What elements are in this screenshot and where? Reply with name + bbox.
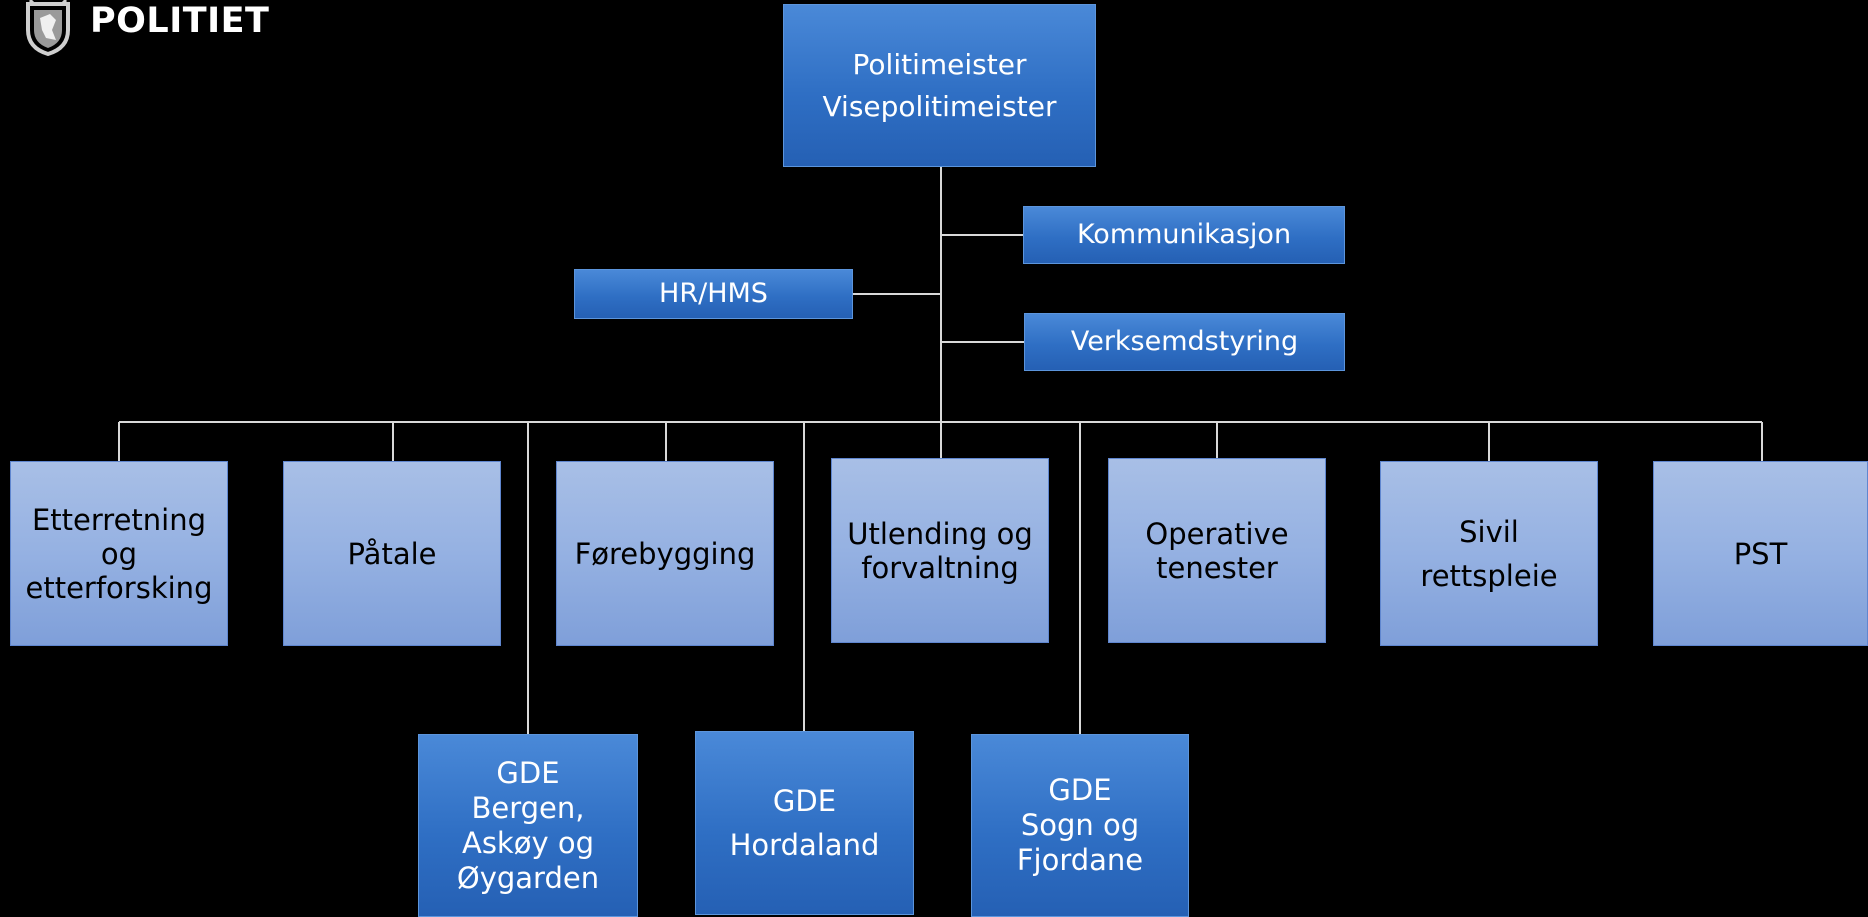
gde-bergen-box: GDE Bergen, Askøy og Øygarden <box>418 734 638 917</box>
sivil-label-line1: Sivil <box>1459 514 1519 549</box>
sivil-label-line2: rettspleie <box>1420 558 1558 593</box>
chief-title: Politimeister <box>852 47 1027 81</box>
etterretning-box: Etterretning og etterforsking <box>10 461 228 646</box>
gde-bergen-label-line2: Bergen, <box>471 790 585 825</box>
forebygging-box: Førebygging <box>556 461 774 646</box>
utlending-label-line1: Utlending og <box>847 516 1033 551</box>
patale-label: Påtale <box>347 536 437 571</box>
operative-label-line2: tenester <box>1156 550 1278 585</box>
forebygging-label: Førebygging <box>574 536 756 571</box>
pst-box: PST <box>1653 461 1868 646</box>
police-crest-icon <box>26 0 70 56</box>
utlending-box: Utlending og forvaltning <box>831 458 1049 643</box>
gde-bergen-label-line4: Øygarden <box>456 860 600 895</box>
deputy-chief-title: Visepolitimeister <box>822 89 1057 123</box>
politiet-logo: POLITIET <box>20 0 269 56</box>
gde-hordaland-box: GDE Hordaland <box>695 731 914 915</box>
chief-of-police-box: Politimeister Visepolitimeister <box>783 4 1096 167</box>
gde-sogn-label-line2: Sogn og <box>1020 808 1140 842</box>
verksemdstyring-label: Verksemdstyring <box>1070 326 1299 357</box>
gde-hordaland-label-line1: GDE <box>772 784 837 818</box>
gde-bergen-label-line3: Askøy og <box>461 825 594 860</box>
gde-sogn-label-line3: Fjordane <box>1016 843 1144 877</box>
operative-tenester-box: Operative tenester <box>1108 458 1326 643</box>
gde-sogn-box: GDE Sogn og Fjordane <box>971 734 1189 917</box>
gde-hordaland-label-line2: Hordaland <box>729 828 880 862</box>
verksemdstyring-box: Verksemdstyring <box>1024 313 1345 371</box>
hr-hms-box: HR/HMS <box>574 269 853 319</box>
gde-sogn-label-line1: GDE <box>1048 773 1112 807</box>
etterretning-label-line1: Etterretning <box>31 502 207 537</box>
kommunikasjon-box: Kommunikasjon <box>1023 206 1345 264</box>
operative-label-line1: Operative <box>1145 516 1289 551</box>
kommunikasjon-label: Kommunikasjon <box>1076 219 1292 250</box>
pst-label: PST <box>1733 536 1788 571</box>
etterretning-label-line2: og <box>100 536 138 571</box>
brand-wordmark: POLITIET <box>90 0 270 41</box>
hr-hms-label: HR/HMS <box>659 278 768 309</box>
etterretning-label-line3: etterforsking <box>25 570 213 605</box>
sivil-rettspleie-box: Sivil rettspleie <box>1380 461 1598 646</box>
patale-box: Påtale <box>283 461 501 646</box>
gde-bergen-label-line1: GDE <box>496 755 560 790</box>
utlending-label-line2: forvaltning <box>861 550 1019 585</box>
